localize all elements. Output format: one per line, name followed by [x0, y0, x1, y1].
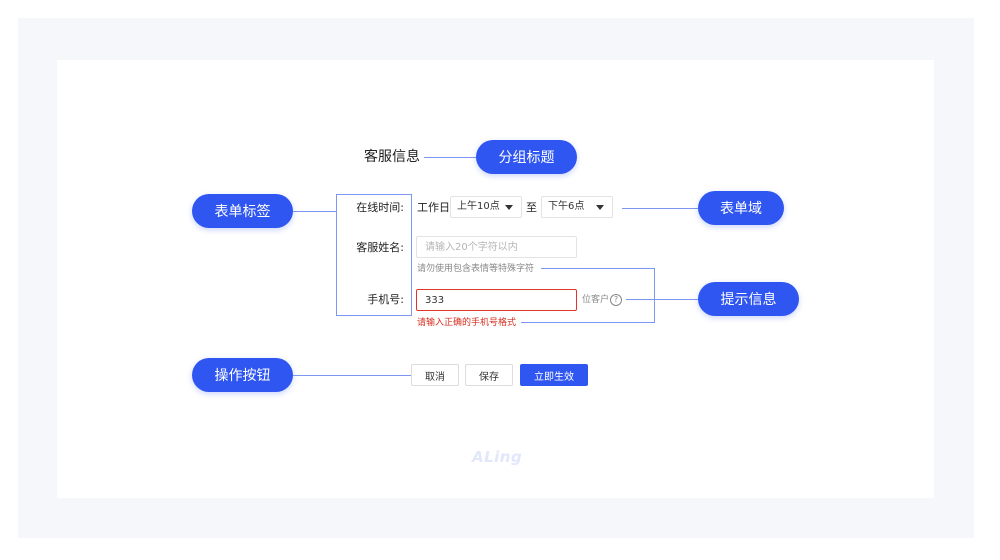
- annotation-hint-info: 提示信息: [698, 282, 799, 316]
- hint-info-connector: [626, 299, 698, 300]
- end-time-select[interactable]: 下午6点: [541, 196, 613, 218]
- end-time-value: 下午6点: [548, 201, 585, 212]
- phone-label: 手机号:: [367, 293, 404, 306]
- phone-suffix: 位客户: [582, 295, 610, 305]
- form-label-bracket: [336, 194, 412, 316]
- group-title-connector: [424, 157, 476, 158]
- name-hint: 请勿使用包含表情等特殊字符: [417, 264, 535, 274]
- workday-text: 工作日: [417, 201, 450, 214]
- start-time-value: 上午10点: [457, 201, 500, 212]
- form-label-connector: [293, 211, 337, 212]
- group-title: 客服信息: [364, 149, 420, 165]
- aling-watermark-logo: ALing: [472, 448, 523, 466]
- cancel-button[interactable]: 取消: [411, 364, 459, 386]
- name-input[interactable]: [416, 236, 577, 258]
- online-time-label: 在线时间:: [356, 201, 404, 214]
- hint-bracket-bottom: [521, 322, 655, 323]
- hint-bracket-side: [654, 268, 655, 323]
- annotation-group-title: 分组标题: [476, 140, 577, 174]
- phone-input[interactable]: [416, 289, 577, 311]
- annotation-form-field: 表单域: [698, 191, 784, 225]
- start-time-select[interactable]: 上午10点: [450, 196, 522, 218]
- name-label: 客服姓名:: [356, 241, 404, 254]
- question-circle-icon[interactable]: ?: [610, 294, 622, 306]
- range-separator: 至: [526, 201, 537, 214]
- hint-bracket-top: [541, 268, 655, 269]
- action-buttons-connector: [293, 375, 411, 376]
- chevron-down-icon: [505, 205, 513, 210]
- save-button[interactable]: 保存: [465, 364, 513, 386]
- apply-now-button[interactable]: 立即生效: [520, 364, 588, 386]
- annotation-action-buttons: 操作按钮: [192, 358, 293, 392]
- annotation-form-label: 表单标签: [192, 194, 293, 228]
- form-field-connector: [622, 208, 698, 209]
- chevron-down-icon: [596, 205, 604, 210]
- phone-error: 请输入正确的手机号格式: [417, 318, 517, 328]
- content-card: [57, 60, 934, 498]
